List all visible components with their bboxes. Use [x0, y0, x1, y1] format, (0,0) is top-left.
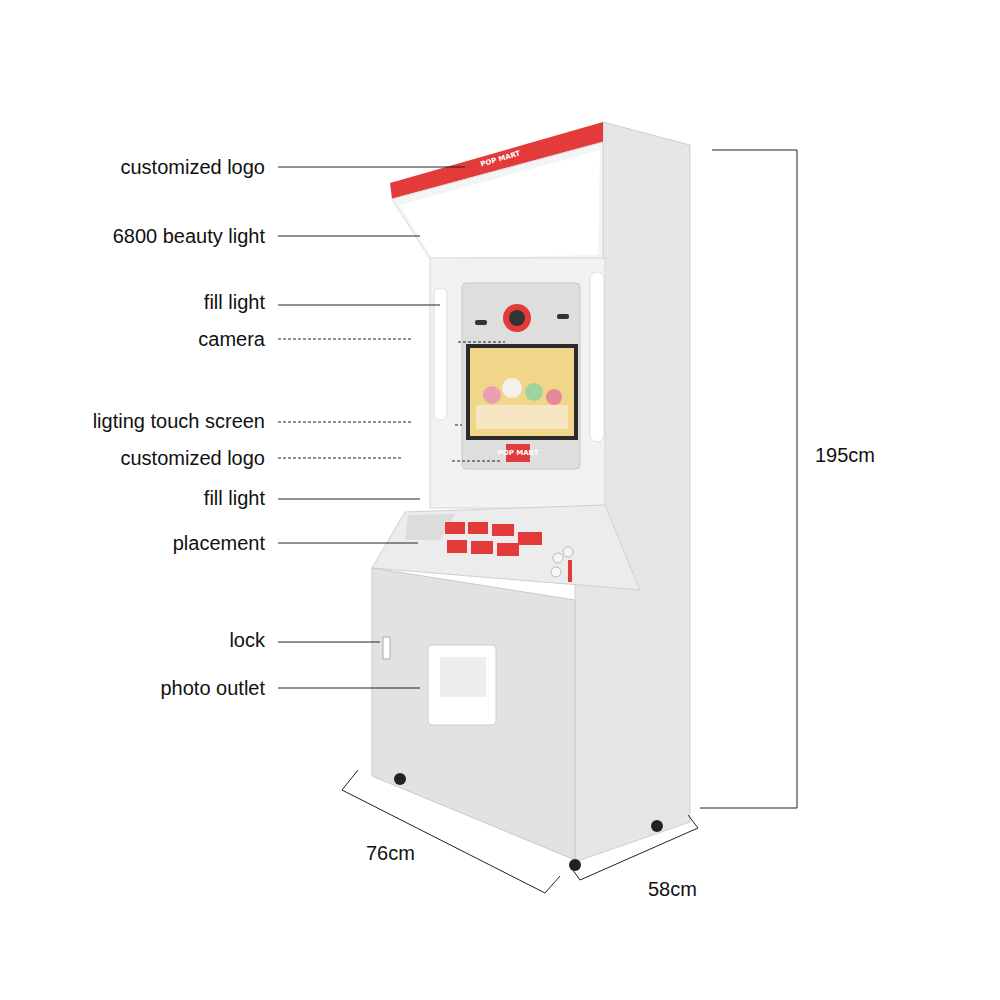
part-label: ligting touch screen [93, 409, 265, 433]
part-label: lock [229, 628, 265, 652]
part-label: fill light [204, 486, 265, 510]
part-label: camera [198, 327, 265, 351]
dimension-label: 195cm [815, 443, 875, 467]
part-label: photo outlet [160, 676, 265, 700]
logo-text: POP MART [498, 449, 539, 457]
part-label: placement [173, 531, 265, 555]
dimension-label: 58cm [648, 877, 697, 901]
part-label: 6800 beauty light [113, 224, 265, 248]
part-label: customized logo [120, 155, 265, 179]
part-label: customized logo [120, 446, 265, 470]
part-label: fill light [204, 290, 265, 314]
dimension-label: 76cm [366, 841, 415, 865]
